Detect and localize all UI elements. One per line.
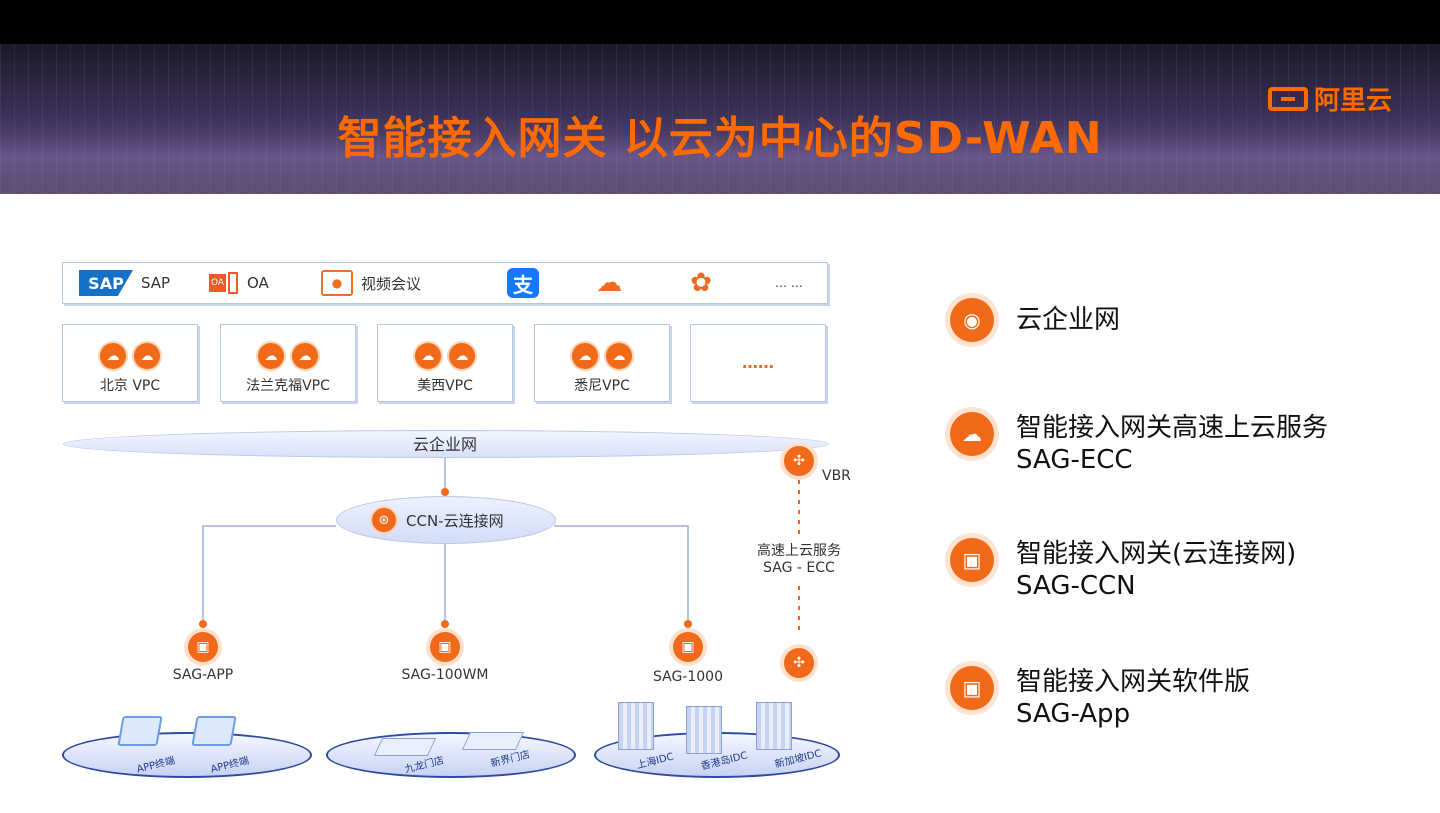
cloud-icon: ☁: [100, 343, 126, 369]
gateway-icon: ▣: [950, 666, 994, 710]
page-title: 智能接入网关 以云为中心的SD-WAN: [337, 113, 1103, 164]
ecc-label: 高速上云服务 SAG - ECC: [744, 543, 854, 577]
legend-line: 智能接入网关高速上云服务: [1016, 413, 1329, 443]
datacenter-icon: [618, 702, 654, 750]
vpc-box: ☁ ☁ 法兰克福VPC: [220, 324, 356, 402]
oa-icon: OA: [209, 270, 239, 296]
aliyun-logo: 阿里云: [1268, 80, 1392, 117]
app-alipay: 支: [507, 263, 539, 303]
cloud-icon: ☁: [415, 343, 441, 369]
vpc-label: 悉尼VPC: [574, 378, 630, 394]
legend-line: 智能接入网关(云连接网): [1016, 539, 1297, 569]
vbr-label: VBR: [822, 468, 851, 484]
more-icon: … …: [775, 276, 803, 290]
cloud-upload-icon: ☁: [596, 268, 622, 298]
legend-line: 智能接入网关软件版: [1016, 667, 1251, 697]
cloud-link-icon: ☁: [950, 412, 994, 456]
cloud-icon: ☁: [134, 343, 160, 369]
site-platform: [326, 732, 576, 778]
store-icon: [373, 738, 437, 756]
cloud-icon: ☁: [258, 343, 284, 369]
app-label: 视频会议: [361, 274, 422, 293]
header-banner: [0, 44, 1440, 194]
cen-ellipse: [63, 430, 829, 458]
legend-text: 智能接入网关软件版 SAG-App: [1016, 666, 1250, 730]
vpc-label: 北京 VPC: [99, 378, 161, 394]
legend-text: 智能接入网关(云连接网) SAG-CCN: [1016, 538, 1296, 602]
sag-label: SAG-APP: [172, 667, 234, 683]
vpc-box: ☁ ☁ 美西VPC: [377, 324, 513, 402]
sag-gateway-icon: ▣: [188, 632, 218, 662]
sag-gateway-icon: ▣: [430, 632, 460, 662]
vpc-box-more: ……: [690, 324, 826, 402]
app-label: SAP: [141, 274, 171, 292]
aliyun-bracket-icon: [1268, 86, 1308, 111]
legend-text: 智能接入网关高速上云服务 SAG-ECC: [1016, 412, 1328, 476]
ccn-label: CCN-云连接网: [406, 511, 504, 530]
alipay-icon: 支: [507, 268, 539, 298]
ecc-router-icon: ✣: [784, 648, 814, 678]
sap-logo-icon: SAP: [79, 270, 133, 296]
cloud-icon: ☁: [606, 343, 632, 369]
app-mascot: ✿: [685, 263, 717, 303]
legend-item: ▣ 智能接入网关(云连接网) SAG-CCN: [950, 538, 1296, 602]
legend-text: 云企业网: [1016, 298, 1120, 336]
legend-item: ☁ 智能接入网关高速上云服务 SAG-ECC: [950, 412, 1328, 476]
app-cloud: ☁: [593, 263, 625, 303]
legend-line: SAG-App: [1016, 699, 1131, 729]
vbr-router-icon: ✣: [784, 446, 814, 476]
legend-line: SAG-ECC: [1016, 445, 1133, 475]
vpc-box: ☁ ☁ 悉尼VPC: [534, 324, 670, 402]
app-label: OA: [247, 274, 269, 292]
laptop-icon: [117, 716, 163, 746]
legend-item: ▣ 智能接入网关软件版 SAG-App: [950, 666, 1250, 730]
app-sap: SAP SAP: [79, 263, 170, 303]
aliyun-logo-text: 阿里云: [1314, 86, 1393, 116]
sag-gateway-icon: ▣: [673, 632, 703, 662]
legend-line: 云企业网: [1016, 305, 1121, 335]
datacenter-icon: [686, 706, 722, 754]
globe-icon: ◉: [950, 298, 994, 342]
vpc-label: 美西VPC: [417, 378, 473, 394]
laptop-icon: [191, 716, 237, 746]
vpc-box: ☁ ☁ 北京 VPC: [62, 324, 198, 402]
ccn-icon: ⊛: [372, 508, 396, 532]
top-black-bar: [0, 0, 1440, 44]
site-platform: [62, 732, 312, 778]
cen-label: 云企业网: [412, 435, 477, 454]
cloud-icon: ☁: [292, 343, 318, 369]
gateway-icon: ▣: [950, 538, 994, 582]
app-more: … …: [775, 263, 803, 303]
datacenter-icon: [756, 702, 792, 750]
legend-item: ◉ 云企业网: [950, 298, 1120, 342]
apps-bar: SAP SAP OA OA ● 视频会议 支 ☁ ✿ … …: [62, 262, 828, 304]
app-video-conference: ● 视频会议: [321, 263, 421, 303]
app-oa: OA OA: [209, 263, 269, 303]
vpc-more-label: ……: [742, 353, 774, 372]
vpc-label: 法兰克福VPC: [246, 378, 330, 394]
ccn-node: ⊛ CCN-云连接网: [372, 508, 504, 532]
sag-label: SAG-1000: [652, 669, 723, 685]
cloud-icon: ☁: [449, 343, 475, 369]
cloud-icon: ☁: [572, 343, 598, 369]
mascot-icon: ✿: [690, 268, 712, 298]
ecc-label-line1: 高速上云服务: [757, 543, 841, 559]
store-icon: [461, 732, 525, 750]
sag-label: SAG-100WM: [401, 667, 489, 683]
video-conference-icon: ●: [321, 270, 353, 296]
ecc-label-line2: SAG - ECC: [763, 560, 835, 576]
legend-line: SAG-CCN: [1016, 571, 1136, 601]
